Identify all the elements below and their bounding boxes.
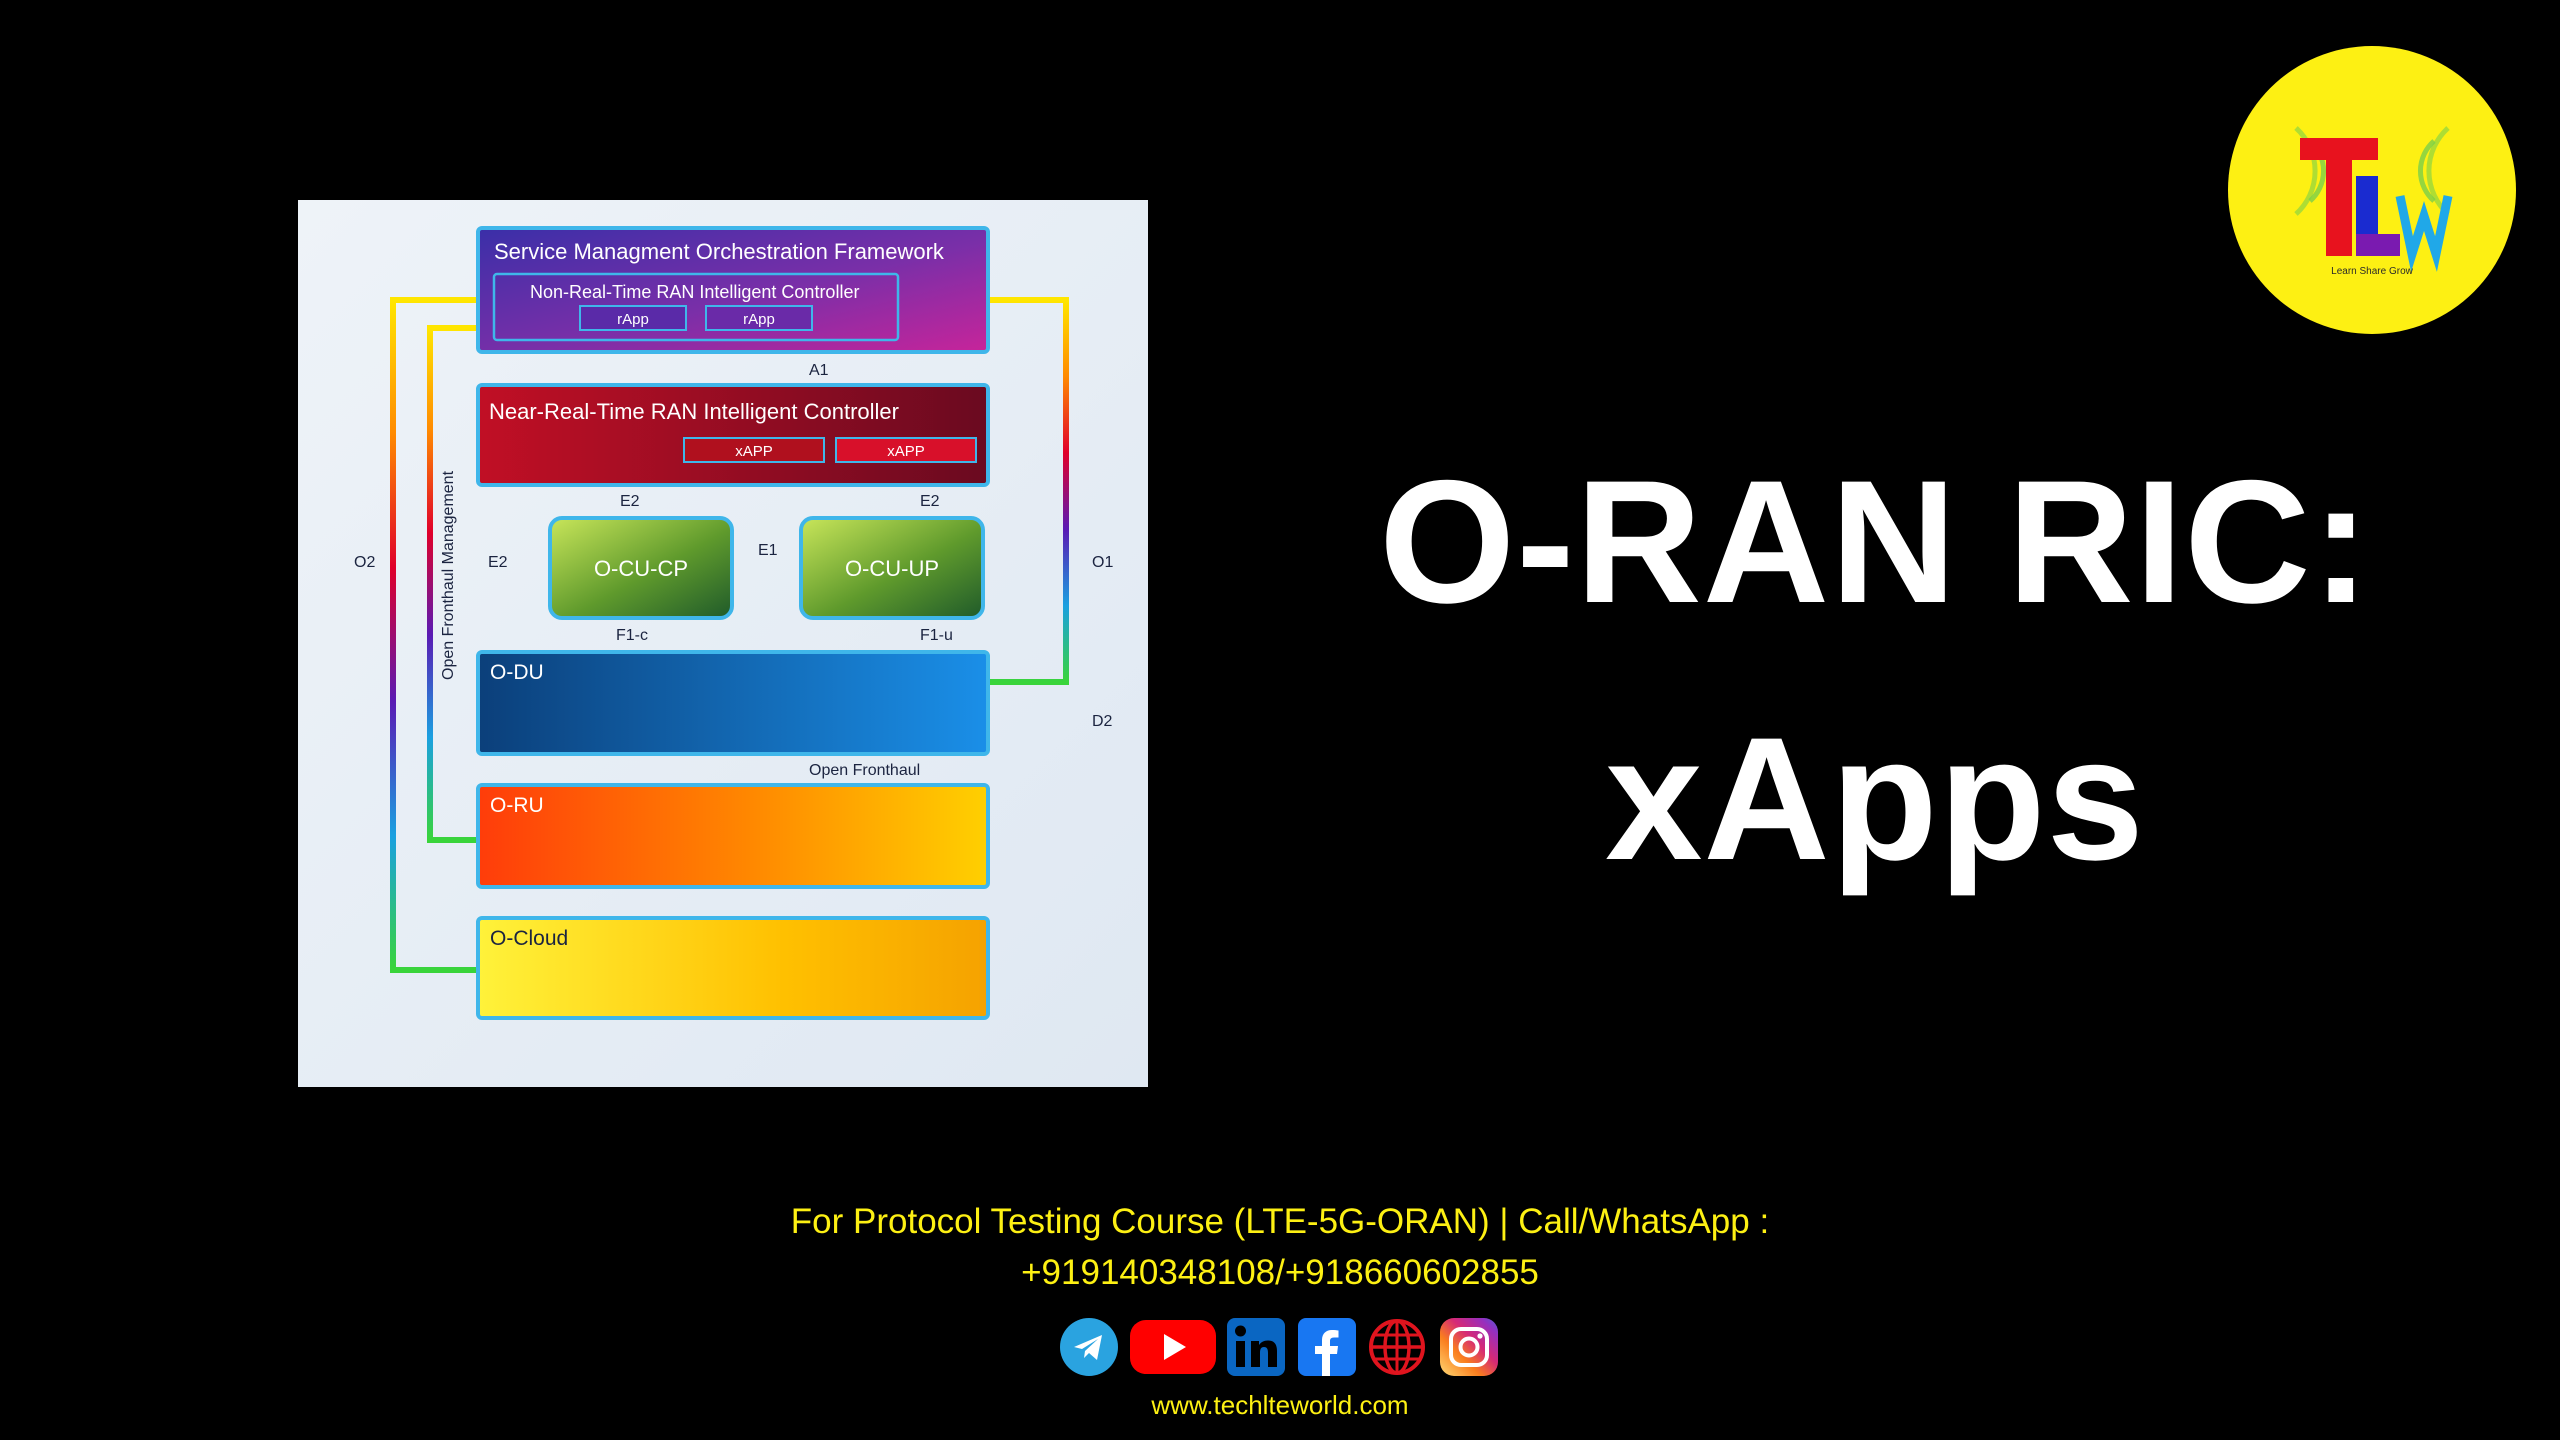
o2-interface-line <box>390 297 480 973</box>
linkedin-icon[interactable] <box>1227 1318 1285 1376</box>
e2-label-side: E2 <box>488 554 508 571</box>
xapp-box-1 <box>683 437 825 463</box>
promo-course-text: For Protocol Testing Course (LTE-5G-ORAN… <box>790 1202 1770 1241</box>
oran-architecture-diagram: Service Managment Orchestration Framewor… <box>298 200 1148 1087</box>
open-fronthaul-label: Open Fronthaul <box>809 762 920 779</box>
open-fronthaul-mgmt-label: Open Fronthaul Management <box>440 470 457 680</box>
odu-block: O-DU <box>476 650 990 756</box>
brand-logo: Learn Share Grow <box>2228 46 2516 334</box>
f1c-label: F1-c <box>616 627 648 644</box>
rapp-label-2: rApp <box>743 311 775 328</box>
diagram-canvas: Service Managment Orchestration Framewor… <box>354 226 1113 1020</box>
website-globe-icon[interactable] <box>1368 1318 1426 1376</box>
d2-label: D2 <box>1092 713 1113 730</box>
open-fronthaul-mgmt-line <box>427 325 480 843</box>
o1-interface-line <box>990 297 1069 685</box>
e2-label-top-left: E2 <box>620 493 640 510</box>
odu-label: O-DU <box>490 661 544 684</box>
e2-label-top-right: E2 <box>920 493 940 510</box>
page-title-line-1: O-RAN RIC: <box>1379 445 2371 640</box>
youtube-icon[interactable] <box>1130 1318 1216 1376</box>
oru-label: O-RU <box>490 794 544 817</box>
instagram-icon[interactable] <box>1440 1318 1498 1376</box>
promo-phone-numbers: +919140348108/+918660602855 <box>1021 1253 1539 1292</box>
ocloud-label: O-Cloud <box>490 927 568 950</box>
ocuup-block: O-CU-UP <box>799 516 985 620</box>
xapp-box-2 <box>835 437 977 463</box>
ocucp-block: O-CU-CP <box>548 516 734 620</box>
ocucp-label: O-CU-CP <box>594 556 688 581</box>
a1-label: A1 <box>809 362 829 379</box>
near-rt-ric-block: Near-Real-Time RAN Intelligent Controlle… <box>476 383 990 487</box>
e1-label: E1 <box>758 542 778 559</box>
o2-label: O2 <box>354 554 375 571</box>
non-rt-ric-box <box>492 272 900 342</box>
non-rt-ric-label: Non-Real-Time RAN Intelligent Controller <box>530 282 859 302</box>
smo-block: Service Managment Orchestration Framewor… <box>476 226 990 354</box>
tlw-logo-graphic: Learn Share Grow <box>2294 126 2453 277</box>
near-rt-ric-title: Near-Real-Time RAN Intelligent Controlle… <box>489 399 899 424</box>
telegram-icon[interactable] <box>1060 1318 1118 1376</box>
ocuup-label: O-CU-UP <box>845 556 939 581</box>
rapp-box-2 <box>705 305 813 331</box>
website-url[interactable]: www.techlteworld.com <box>1151 1390 1409 1420</box>
oru-block: O-RU <box>476 783 990 889</box>
page-title-line-2: xApps <box>1605 702 2145 897</box>
smo-title: Service Managment Orchestration Framewor… <box>494 239 945 264</box>
facebook-icon[interactable] <box>1298 1318 1356 1376</box>
f1u-label: F1-u <box>920 627 953 644</box>
logo-tagline: Learn Share Grow <box>2331 266 2413 277</box>
o1-label: O1 <box>1092 554 1113 571</box>
ocloud-block: O-Cloud <box>476 916 990 1020</box>
rapp-box-1 <box>579 305 687 331</box>
xapp-label-1: xAPP <box>735 443 773 460</box>
rapp-label-1: rApp <box>617 311 649 328</box>
xapp-label-2: xAPP <box>887 443 925 460</box>
